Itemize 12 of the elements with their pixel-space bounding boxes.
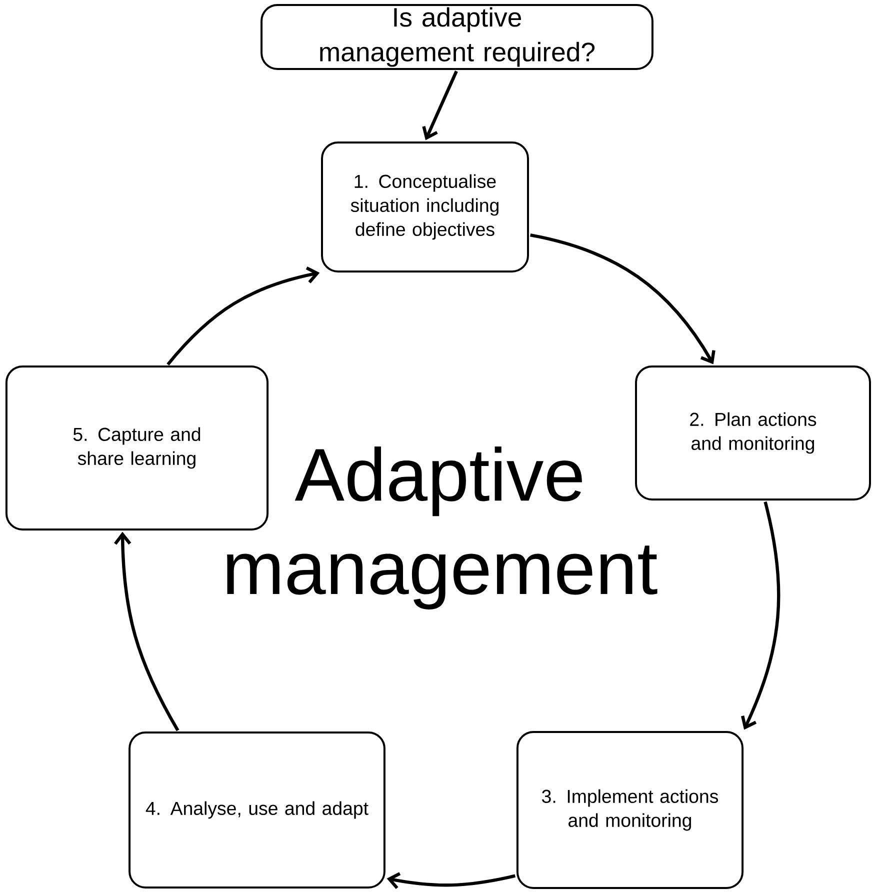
arrow	[741, 501, 780, 730]
process-box: 3. Implement actions and monitoring	[516, 731, 744, 889]
arrow	[386, 872, 516, 890]
process-box: 2. Plan actions and monitoring	[635, 365, 871, 501]
process-box: 5. Capture and share learning	[5, 366, 269, 530]
process-box: Is adaptive management required?	[260, 4, 654, 70]
arrow	[166, 266, 320, 366]
arrow	[422, 70, 458, 140]
process-box: 4. Analyse, use and adapt	[128, 732, 386, 888]
arrow	[530, 234, 716, 364]
process-box: 1. Conceptualise situation including define objectives	[321, 141, 529, 273]
arrow	[114, 532, 180, 732]
